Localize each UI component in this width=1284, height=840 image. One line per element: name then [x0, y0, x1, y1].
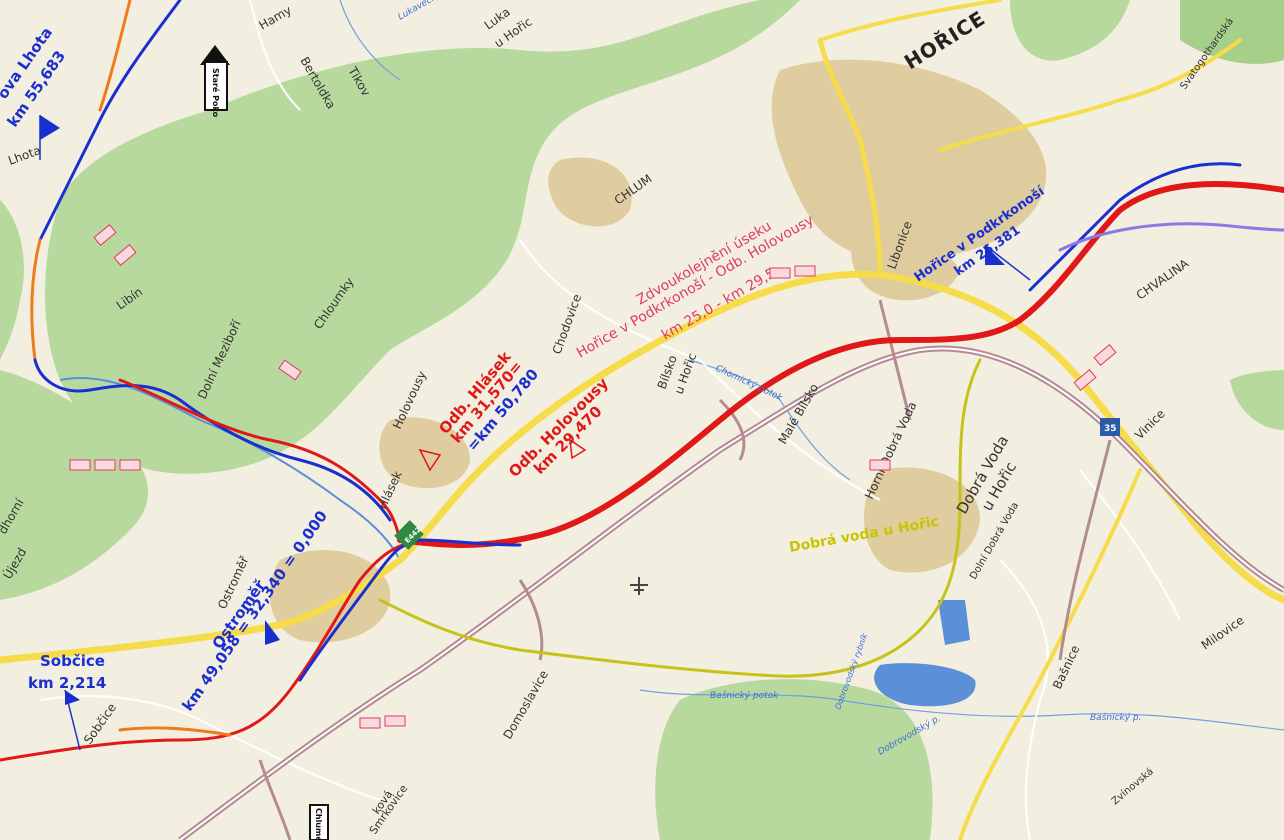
forest-main — [45, 0, 800, 474]
stream-basnicky — [639, 689, 1284, 731]
stream-lukavecky — [339, 0, 401, 81]
pond-dobrovodsky — [874, 663, 976, 707]
road-south — [958, 468, 1142, 840]
forest-west — [0, 370, 149, 600]
horice-urban — [771, 59, 1047, 260]
rail-existing-west — [33, 358, 392, 522]
road-ne — [938, 38, 1242, 152]
label-stare-poko: Staré Poko — [211, 68, 221, 118]
sign-e442: E442 — [394, 520, 424, 550]
station-flags — [39, 115, 1031, 751]
road-to-horice — [817, 37, 883, 278]
label-basnicky-potok: Bašnický potok — [710, 690, 779, 701]
dobra-voda-urban — [863, 467, 980, 573]
flag-hlasek — [418, 448, 442, 472]
railways — [0, 0, 1284, 762]
flag-lhota — [39, 115, 60, 160]
label-sobcice-name: Sobčice — [40, 652, 105, 670]
forest-south — [655, 679, 933, 840]
forest-right-top — [1010, 0, 1130, 61]
rail-olive-south — [378, 358, 982, 678]
road-i35 — [0, 270, 1284, 664]
flag-holovousy — [569, 438, 587, 460]
rail-new-west — [118, 378, 402, 542]
rail-existing-horice — [1028, 162, 1242, 292]
label-basnicky-p: Bašnický p. — [1090, 712, 1142, 723]
rail-orange-sobcice — [118, 726, 232, 737]
rail-existing-north — [38, 0, 182, 242]
holovousy-urban — [379, 417, 470, 489]
rail-purple-horice — [1058, 222, 1284, 252]
pond-small — [938, 600, 970, 645]
chlum-urban — [548, 157, 632, 227]
rail-existing-ostromer — [298, 538, 522, 682]
flag-horice — [984, 244, 1031, 281]
stream-chomicky — [689, 359, 851, 481]
sign-road-35: 35 — [1100, 418, 1120, 436]
rail-orange-north — [30, 238, 42, 362]
forest-east — [1230, 370, 1284, 430]
road-signs: Staré Poko Chlumec 35 E442 — [200, 45, 1120, 840]
structure-marks — [69, 224, 1117, 729]
rail-new-south — [0, 538, 422, 762]
sign-stare-poko: Staré Poko — [200, 45, 230, 118]
flag-sobcice — [64, 689, 81, 751]
airfield-icon — [630, 577, 648, 595]
label-sobcice-km: km 2,214 — [28, 674, 106, 692]
sign-chlumec: Chlumec — [309, 804, 329, 840]
road-north — [818, 0, 1002, 42]
rail-new-main — [397, 181, 1284, 548]
rail-orange-tikov — [98, 0, 132, 112]
minor-roads — [39, 0, 1181, 840]
built-up-areas — [269, 59, 1047, 643]
label-road-35: 35 — [1104, 424, 1117, 434]
forest-left-top — [0, 200, 24, 360]
flag-ostromer — [265, 620, 280, 645]
forest-north-right — [1180, 0, 1284, 64]
label-chlumec: Chlumec — [314, 808, 323, 840]
